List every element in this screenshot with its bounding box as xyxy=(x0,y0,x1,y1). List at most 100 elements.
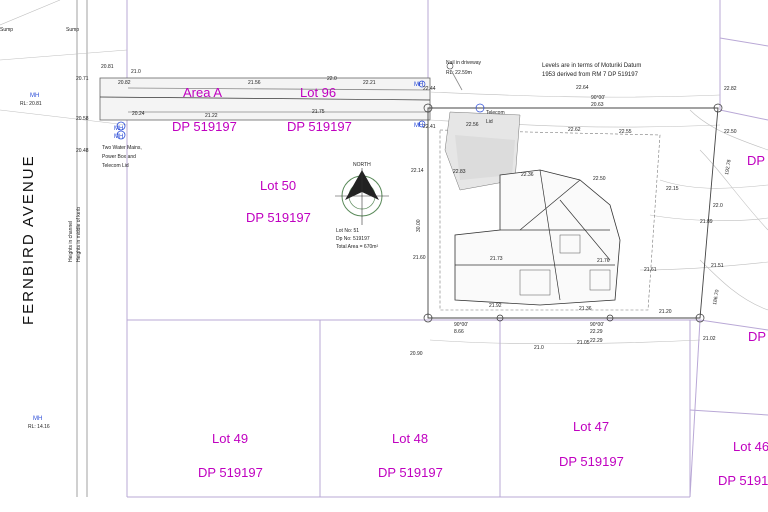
mh-label-left-b: MH xyxy=(114,134,123,140)
lot-51-boundary xyxy=(423,103,723,323)
house-footprint xyxy=(454,169,621,306)
spot-level: 21.20 xyxy=(659,309,672,315)
levels-note-2: 1953 derived from RM 7 DP 519197 xyxy=(542,72,639,78)
water-mains-2: Power Box and xyxy=(102,154,136,160)
spot-level: 21.0 xyxy=(534,345,544,351)
water-mains-3: Telecom Lid xyxy=(102,163,129,169)
lot47-title: Lot 47 xyxy=(573,419,609,434)
spot-level: 21.56 xyxy=(248,80,261,86)
road-kerb-lines xyxy=(0,0,128,497)
north-label: NORTH xyxy=(353,162,371,168)
spot-level: 21.76 xyxy=(597,258,610,264)
spot-levels: 20.8120.8221.021.5622.022.2122.4420.7120… xyxy=(76,64,737,357)
lot46-title: Lot 46 xyxy=(733,439,768,454)
sump-left: Sump xyxy=(0,27,13,33)
right-dp-top: DP xyxy=(747,153,765,168)
spot-level: 22.15 xyxy=(666,186,679,192)
spot-level: 21.0 xyxy=(131,69,141,75)
spot-level: 20.58 xyxy=(76,116,89,122)
north-arrow xyxy=(335,168,389,225)
spot-level: 22.41 xyxy=(423,124,436,130)
nail-note-2: RL: 22.59m xyxy=(446,70,472,76)
lot48-dp: DP 519197 xyxy=(378,465,443,480)
sump-mid: Sump xyxy=(66,27,79,33)
spot-level: 22.83 xyxy=(453,169,466,175)
contours xyxy=(429,91,768,345)
lot49-title: Lot 49 xyxy=(212,431,248,446)
lot50-dp: DP 519197 xyxy=(246,210,311,225)
spot-level: 21.02 xyxy=(703,336,716,342)
telecom-lid-2: Lid xyxy=(486,119,493,125)
bearing-top: 90°00' xyxy=(591,95,605,101)
spot-level: 22.14 xyxy=(411,168,424,174)
spot-level: 22.0 xyxy=(327,76,337,82)
dist-left-side: 30.00 xyxy=(416,219,422,232)
heights-note-2: Heights in middle of kerb xyxy=(76,207,82,262)
spot-level: 22.55 xyxy=(619,129,632,135)
water-mains-1: Two Water Mains, xyxy=(102,145,142,151)
lot-info-2: Dp No: 519197 xyxy=(336,236,370,242)
levels-note-1: Levels are in terms of Moturiki Datum xyxy=(542,63,641,69)
spot-level: 22.44 xyxy=(423,86,436,92)
spot-level: 22.82 xyxy=(724,86,737,92)
lot50-title: Lot 50 xyxy=(260,178,296,193)
lot48-title: Lot 48 xyxy=(392,431,428,446)
spot-level: 20.81 xyxy=(101,64,114,70)
lot-boundaries xyxy=(126,0,768,498)
bearing-bottom-left: 90°00' xyxy=(454,322,468,328)
spot-level: 21.60 xyxy=(413,255,426,261)
mh-markers xyxy=(116,62,485,140)
spot-level: 21.61 xyxy=(644,267,657,273)
spot-level: 21.36 xyxy=(579,306,592,312)
lot96-title: Lot 96 xyxy=(300,85,336,100)
spot-level: 21.89 xyxy=(700,219,713,225)
spot-level: 22.36 xyxy=(521,172,534,178)
dist-bottom-right: 22.29 xyxy=(590,329,603,335)
driveway-area xyxy=(444,111,521,191)
spot-level: 21.92 xyxy=(489,303,502,309)
bearing-bottom-right: 90°00' xyxy=(590,322,604,328)
lot-info-1: Lot No: 51 xyxy=(336,228,359,234)
spot-level: 22.62 xyxy=(568,127,581,133)
spot-level: 22.29 xyxy=(590,338,603,344)
spot-level: 21.73 xyxy=(490,256,503,262)
heights-note-1: Heights in channel xyxy=(68,221,74,262)
mh-rl-top: RL: 20.81 xyxy=(20,101,42,107)
spot-level: 22.64 xyxy=(576,85,589,91)
spot-level: 21.22 xyxy=(205,113,218,119)
lot96-dp: DP 519197 xyxy=(287,119,352,134)
nail-note-1: Nail in driveway xyxy=(446,60,482,66)
area-a-title: Area A xyxy=(183,85,222,100)
area-a-dp: DP 519197 xyxy=(172,119,237,134)
mh-label-bottom: MH xyxy=(33,416,42,422)
dist-top: 20.63 xyxy=(591,102,604,108)
spot-level: 20.90 xyxy=(410,351,423,357)
spot-level: 21.51 xyxy=(711,263,724,269)
spot-level: 21.75 xyxy=(312,109,325,115)
lot49-dp: DP 519197 xyxy=(198,465,263,480)
spot-level: 22.56 xyxy=(466,122,479,128)
mh-rl-bottom: RL: 14.16 xyxy=(28,424,50,430)
mh-label-left-a: MH xyxy=(114,126,123,132)
telecom-lid-1: Telecom xyxy=(486,110,505,116)
spot-level: 22.50 xyxy=(724,129,737,135)
spot-level: 22.50 xyxy=(593,176,606,182)
lot47-dp: DP 519197 xyxy=(559,454,624,469)
right-dp-mid: DP xyxy=(748,329,766,344)
spot-level: 20.48 xyxy=(76,148,89,154)
road-name: FERNBIRD AVENUE xyxy=(20,154,37,325)
right-of-way xyxy=(99,77,431,121)
dist-right-top: 192.78 xyxy=(724,159,733,175)
lot-info-3: Total Area = 670m² xyxy=(336,244,378,250)
dist-bottom-left: 8.66 xyxy=(454,329,464,335)
spot-level: 21.05 xyxy=(577,340,590,346)
spot-level: 22.0 xyxy=(713,203,723,209)
spot-level: 20.24 xyxy=(132,111,145,117)
mh-label-drive-b: MH xyxy=(414,123,423,129)
spot-level: 22.21 xyxy=(363,80,376,86)
spot-level: 20.82 xyxy=(118,80,131,86)
mh-label-drive-a: MH xyxy=(414,82,423,88)
mh-label-top: MH xyxy=(30,93,39,99)
lot46-dp: DP 519197 xyxy=(718,473,768,488)
